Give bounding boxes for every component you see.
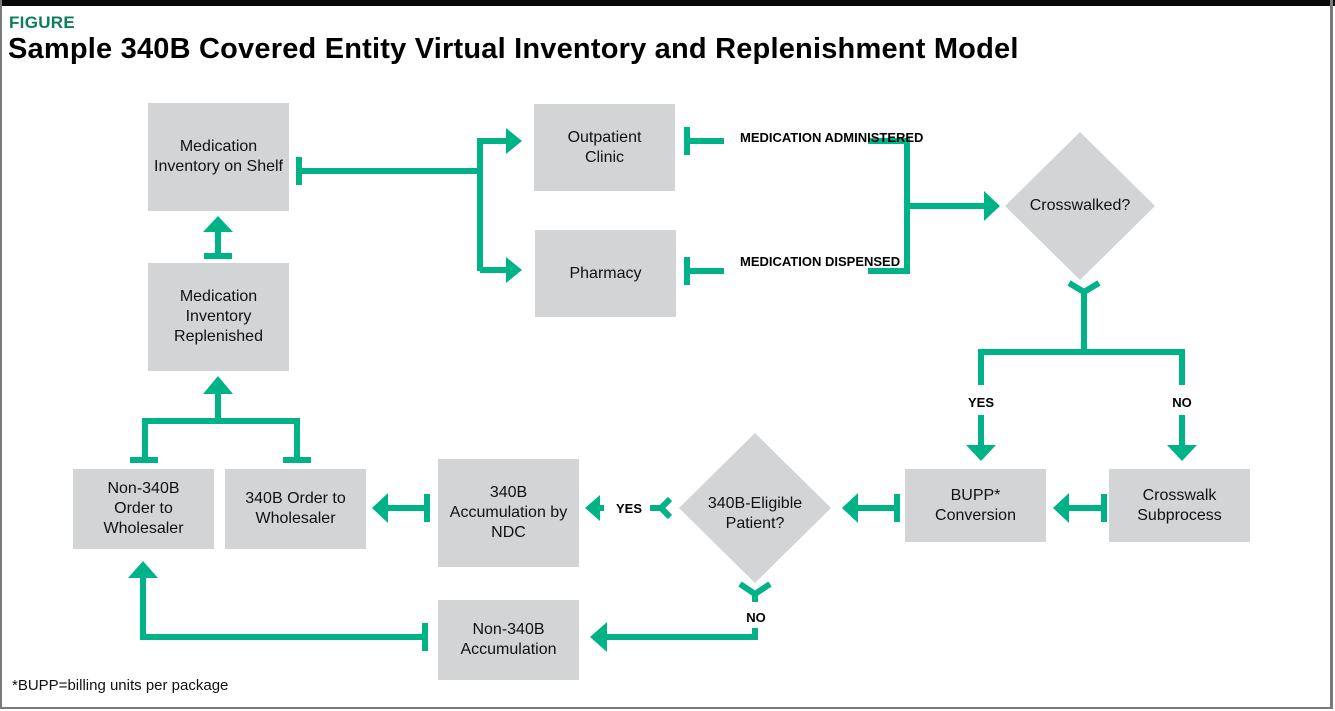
node-340b-order: 340B Order to Wholesaler bbox=[225, 469, 366, 549]
replenished-to-shelf-connector bbox=[203, 216, 233, 259]
label-eligible-yes: YES bbox=[615, 501, 642, 516]
bupp-to-eligible-connector bbox=[842, 493, 900, 523]
node-pharmacy: Pharmacy bbox=[535, 230, 676, 317]
accumulation-to-order-connector bbox=[372, 493, 430, 523]
node-inventory-on-shelf: Medication Inventory on Shelf bbox=[148, 103, 289, 211]
eligible-no-connector bbox=[590, 581, 772, 652]
clinic-administered-connector bbox=[684, 127, 724, 155]
figure-label: FIGURE bbox=[9, 13, 76, 32]
node-crosswalk-subprocess: Crosswalk Subprocess bbox=[1109, 469, 1250, 542]
label-crosswalk-yes: YES bbox=[967, 395, 994, 410]
node-crosswalked: Crosswalked? bbox=[1029, 197, 1131, 214]
nonaccumulation-to-order-connector bbox=[128, 561, 428, 651]
node-eligible-patient: 340B-Eligible Patient? bbox=[707, 495, 803, 532]
pharmacy-dispensed-connector bbox=[684, 257, 724, 285]
eligible-yes-connector bbox=[585, 495, 673, 521]
footnote: *BUPP=billing units per package bbox=[12, 677, 229, 694]
node-non340b-order: Non-340B Order to Wholesaler bbox=[73, 469, 214, 549]
node-inventory-replenished: Medication Inventory Replenished bbox=[148, 263, 289, 371]
label-medication-dispensed: MEDICATION DISPENSED bbox=[740, 254, 901, 269]
crosswalked-branch-connector bbox=[966, 280, 1197, 461]
node-non340b-accumulation: Non-340B Accumulation bbox=[438, 600, 579, 680]
merge-to-crosswalked-connector bbox=[868, 138, 1000, 274]
orders-to-replenished-connector bbox=[130, 376, 311, 463]
node-outpatient-clinic: Outpatient Clinic bbox=[534, 104, 675, 191]
top-rule bbox=[0, 0, 1335, 6]
eligible-patient-diamond bbox=[679, 433, 831, 583]
label-medication-administered: MEDICATION ADMINISTERED bbox=[740, 130, 924, 145]
label-crosswalk-no: NO bbox=[1172, 395, 1192, 410]
node-accumulation-ndc: 340B Accumulation by NDC bbox=[438, 459, 579, 567]
figure-title: Sample 340B Covered Entity Virtual Inven… bbox=[8, 33, 1019, 65]
shelf-to-sites-connector bbox=[296, 128, 522, 283]
label-eligible-no: NO bbox=[746, 610, 766, 625]
crosswalked-diamond bbox=[1005, 132, 1155, 280]
subprocess-to-bupp-connector bbox=[1053, 493, 1107, 523]
node-bupp-conversion: BUPP* Conversion bbox=[905, 469, 1046, 542]
